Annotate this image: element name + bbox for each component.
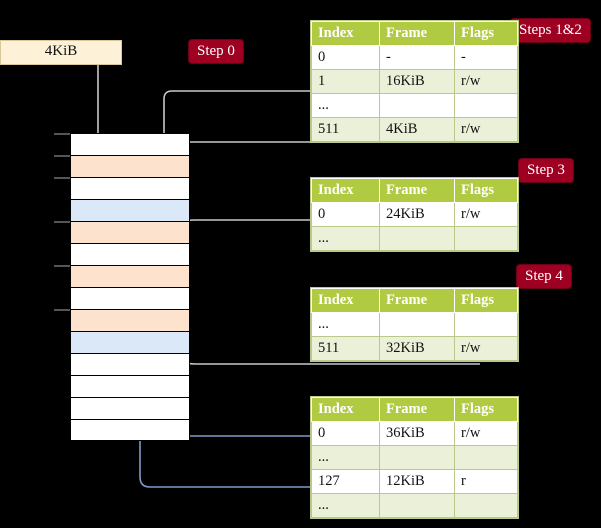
memory-frame-row xyxy=(70,287,190,309)
table-cell: 1 xyxy=(311,69,380,94)
memory-frame-row xyxy=(70,221,190,243)
badge-step-4: Step 4 xyxy=(517,265,571,288)
table-cell: 0 xyxy=(311,45,380,70)
table-cell: 32KiB xyxy=(379,336,455,361)
table-cell: - xyxy=(379,45,455,70)
badge-step-0: Step 0 xyxy=(189,40,243,63)
table-row: ... xyxy=(311,93,518,118)
column-header-index: Index xyxy=(311,397,380,422)
column-header-index: Index xyxy=(311,21,380,46)
memory-frame-tick xyxy=(54,221,70,223)
table-cell: ... xyxy=(311,445,380,470)
table-cell: ... xyxy=(311,493,380,518)
table-cell: 36KiB xyxy=(379,421,455,446)
column-header-frame: Frame xyxy=(379,397,455,422)
memory-frame-row xyxy=(70,419,190,441)
table-cell: r xyxy=(454,469,518,494)
table-cell xyxy=(454,93,518,118)
table-cell: r/w xyxy=(454,117,518,142)
table-cell xyxy=(454,445,518,470)
table-cell xyxy=(379,493,455,518)
memory-frame-row xyxy=(70,133,190,155)
table-cell: 511 xyxy=(311,336,380,361)
memory-frame-row xyxy=(70,397,190,419)
table-cell: 127 xyxy=(311,469,380,494)
table-cell: 511 xyxy=(311,117,380,142)
memory-frame-row xyxy=(70,199,190,221)
frame-size-box: 4KiB xyxy=(0,40,122,65)
memory-frame-tick xyxy=(54,155,70,157)
table-cell: r/w xyxy=(454,421,518,446)
column-header-index: Index xyxy=(311,178,380,203)
physical-memory-column xyxy=(54,133,190,441)
memory-frame-row xyxy=(70,375,190,397)
column-header-frame: Frame xyxy=(379,288,455,313)
badge-step-3: Step 3 xyxy=(519,159,573,182)
table-row: ... xyxy=(311,445,518,470)
column-header-flags: Flags xyxy=(454,397,518,422)
column-header-flags: Flags xyxy=(454,21,518,46)
table-cell xyxy=(379,226,455,251)
column-header-flags: Flags xyxy=(454,288,518,313)
memory-frame-row xyxy=(70,331,190,353)
table-cell: ... xyxy=(311,226,380,251)
table-cell xyxy=(454,226,518,251)
memory-frame-row xyxy=(70,265,190,287)
table-cell: 16KiB xyxy=(379,69,455,94)
table-cell: 4KiB xyxy=(379,117,455,142)
table-row: ... xyxy=(311,312,518,337)
table-row: 0-- xyxy=(311,45,518,70)
memory-frame-row xyxy=(70,309,190,331)
column-header-index: Index xyxy=(311,288,380,313)
table-cell xyxy=(454,493,518,518)
table-cell: r/w xyxy=(454,202,518,227)
table-cell: 12KiB xyxy=(379,469,455,494)
badge-steps-1-2: Steps 1&2 xyxy=(511,19,590,42)
memory-frame-tick xyxy=(54,177,70,179)
memory-frame-tick xyxy=(54,133,70,135)
table-cell: ... xyxy=(311,312,380,337)
memory-frame-tick xyxy=(54,309,70,311)
column-header-frame: Frame xyxy=(379,178,455,203)
memory-frame-tick xyxy=(54,265,70,267)
table-cell xyxy=(379,445,455,470)
memory-frame-row xyxy=(70,353,190,375)
memory-frame-row xyxy=(70,243,190,265)
table-cell: r/w xyxy=(454,336,518,361)
table-cell xyxy=(379,312,455,337)
column-header-flags: Flags xyxy=(454,178,518,203)
table-row: ... xyxy=(311,493,518,518)
column-header-frame: Frame xyxy=(379,21,455,46)
table-row: ... xyxy=(311,226,518,251)
frame-size-label: 4KiB xyxy=(44,43,78,59)
memory-frame-row xyxy=(70,155,190,177)
memory-frame-row xyxy=(70,177,190,199)
table-cell: 0 xyxy=(311,421,380,446)
table-cell: r/w xyxy=(454,69,518,94)
table-cell: ... xyxy=(311,93,380,118)
table-cell: 24KiB xyxy=(379,202,455,227)
table-cell xyxy=(454,312,518,337)
table-cell xyxy=(379,93,455,118)
table-cell: 0 xyxy=(311,202,380,227)
table-cell: - xyxy=(454,45,518,70)
